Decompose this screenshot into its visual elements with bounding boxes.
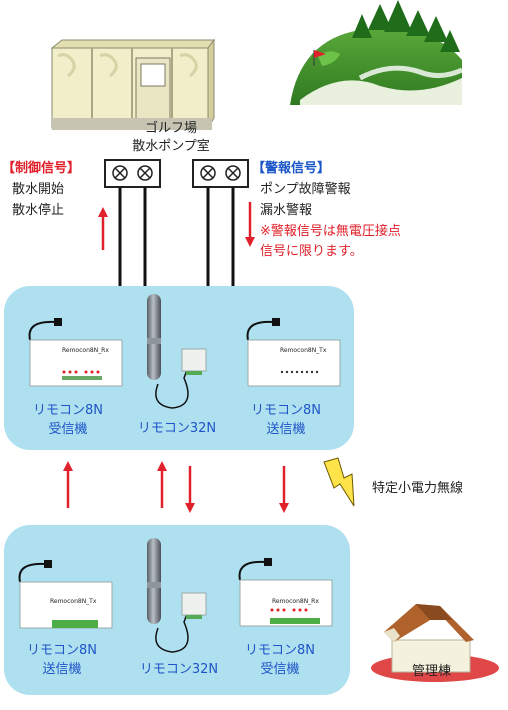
alarm-signal-item-pump: ポンプ故障警報 — [260, 182, 351, 197]
top-receiver-device — [28, 318, 123, 387]
alarm-signal-note-1: ※警報信号は無電圧接点 — [260, 224, 401, 239]
bottom-receiver-label-line1: リモコン8N — [245, 643, 315, 658]
bottom-transmitter-label: リモコン8N 送信機 — [16, 641, 108, 679]
top-transmitter-label-line2: 送信機 — [266, 422, 306, 437]
management-building-label: 管理棟 — [412, 664, 452, 679]
top-relay-device — [147, 294, 207, 409]
top-transmitter-brand: Remocon8N_Tx — [280, 347, 327, 354]
top-relay-label: リモコン32N — [137, 421, 217, 436]
pump-room-label: ゴルフ場 散水ポンプ室 — [106, 120, 236, 156]
control-signal-title: 【制御信号】 — [2, 161, 81, 176]
bottom-relay-label: リモコン32N — [139, 662, 219, 677]
bottom-transmitter-label-line2: 送信機 — [42, 662, 82, 677]
alarm-signal-title: 【警報信号】 — [252, 161, 331, 176]
bottom-transmitter-brand: Remocon8N_Tx — [50, 598, 97, 605]
top-transmitter-label: リモコン8N 送信機 — [240, 401, 332, 439]
pump-room-line2: 散水ポンプ室 — [132, 139, 210, 154]
control-terminal-block — [104, 159, 161, 188]
top-receiver-label-line2: 受信機 — [48, 422, 88, 437]
management-building-illustration — [371, 604, 499, 682]
top-transmitter-device — [246, 318, 341, 387]
pump-room-illustration — [50, 38, 215, 130]
lightning-icon — [323, 457, 355, 507]
top-transmitter-label-line1: リモコン8N — [251, 403, 321, 418]
bottom-receiver-label-line2: 受信機 — [260, 662, 300, 677]
bottom-relay-device — [147, 538, 207, 653]
control-signal-item-stop: 散水停止 — [12, 203, 65, 218]
pump-room-line1: ゴルフ場 — [144, 121, 197, 136]
bottom-receiver-device — [238, 558, 333, 627]
top-receiver-brand: Remocon8N_Rx — [62, 347, 109, 354]
bottom-transmitter-label-line1: リモコン8N — [27, 643, 97, 658]
alarm-signal-note-2: 信号に限ります。 — [260, 244, 363, 259]
top-receiver-label-line1: リモコン8N — [33, 403, 103, 418]
bottom-transmitter-device — [18, 560, 113, 629]
bottom-receiver-brand: Remocon8N_Rx — [272, 598, 319, 605]
wireless-arrows — [63, 461, 289, 513]
bottom-receiver-label: リモコン8N 受信機 — [234, 641, 326, 679]
control-signal-item-start: 散水開始 — [12, 182, 65, 197]
radio-label: 特定小電力無線 — [372, 481, 464, 496]
alarm-terminal-block — [192, 159, 249, 188]
signal-wires — [118, 187, 235, 290]
top-receiver-label: リモコン8N 受信機 — [22, 401, 114, 439]
alarm-signal-item-leak: 漏水警報 — [260, 203, 313, 218]
golf-course-illustration — [290, 0, 464, 105]
